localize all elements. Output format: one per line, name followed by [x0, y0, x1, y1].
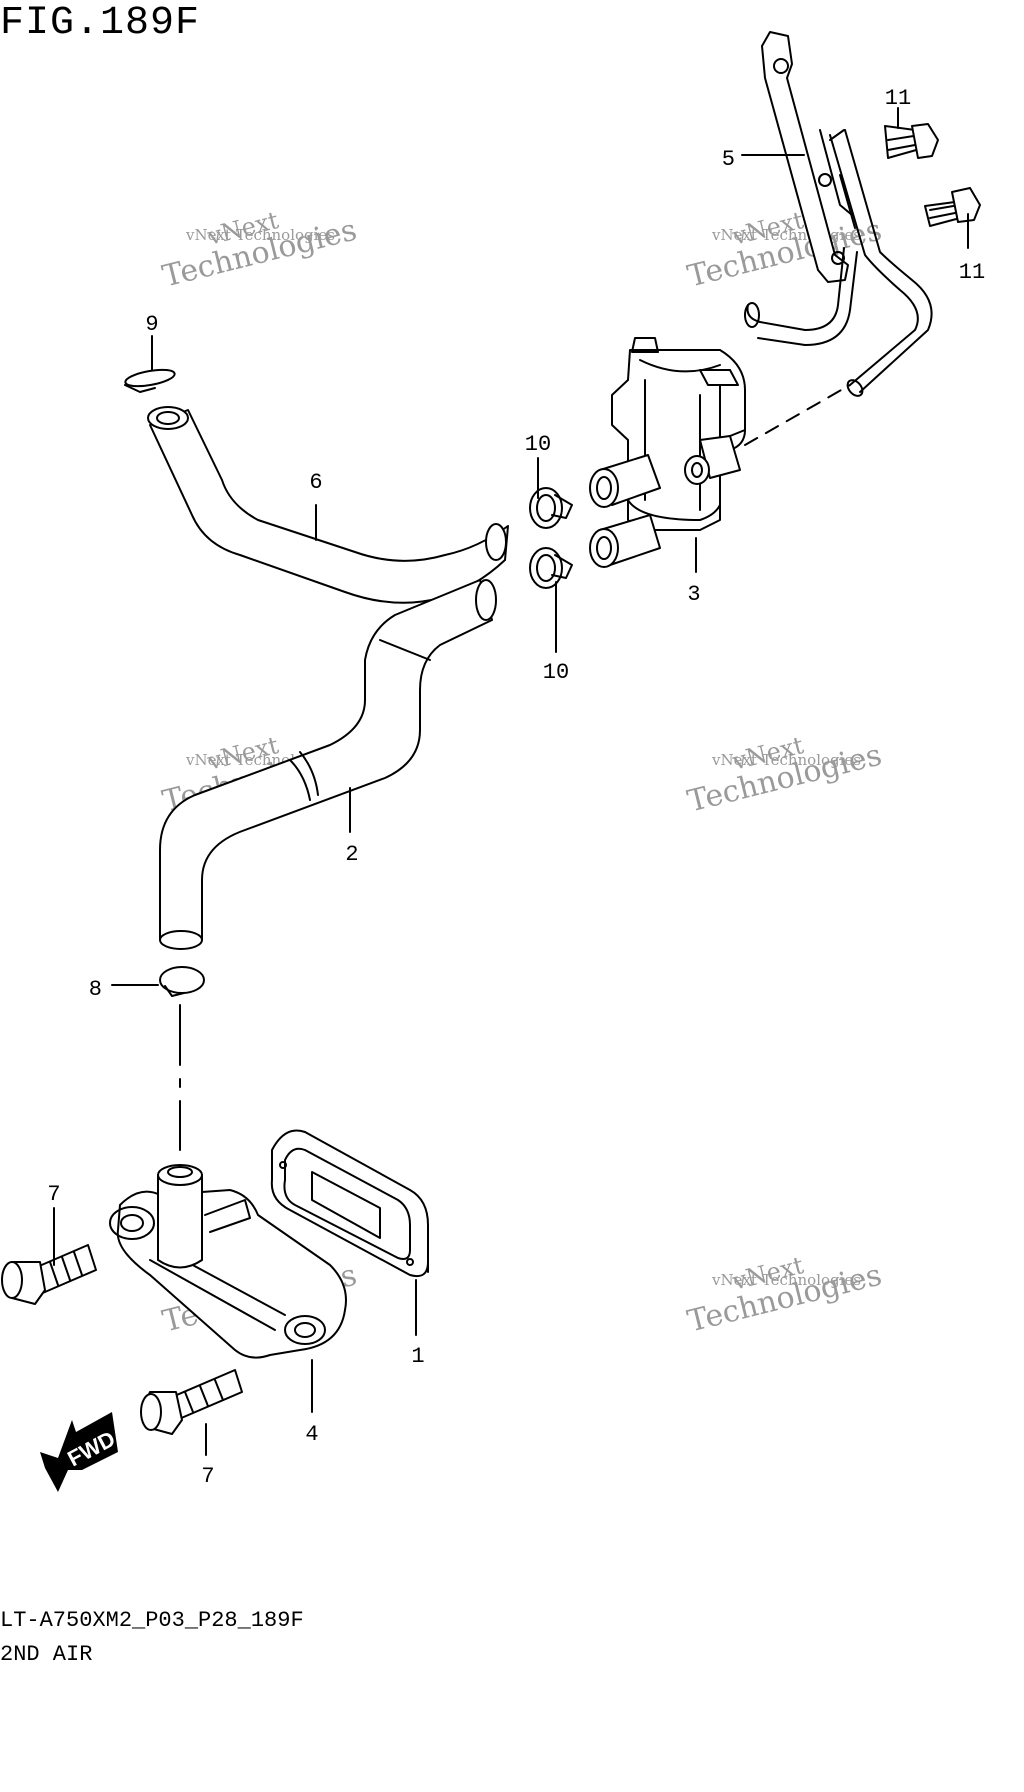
callout-5: 5	[722, 147, 735, 172]
leader-lines	[53, 107, 969, 1456]
clamp-part-10-lower	[529, 547, 573, 589]
callout-7-top: 7	[47, 1182, 60, 1207]
callout-11-bottom: 11	[959, 260, 985, 285]
figure-name: 2ND AIR	[0, 1642, 93, 1667]
callout-9: 9	[145, 312, 158, 337]
flange-part-4	[109, 1164, 347, 1359]
watermark-group: vNext Technologies vNext Technologies vN…	[159, 206, 885, 1340]
hose-part-2	[159, 579, 497, 950]
bolt-part-7-upper	[1, 1244, 97, 1305]
clip-part-9	[124, 368, 176, 393]
valve-part-3	[589, 337, 746, 568]
clip-part-8	[159, 966, 205, 997]
callout-labels: 9 6 5 11 11 10 10 3 2 8 7 1 4 7	[47, 86, 985, 1489]
bolt-part-11-lower	[924, 187, 981, 227]
callout-7-bottom: 7	[201, 1464, 214, 1489]
watermark-text: vNext Technologies	[185, 226, 335, 244]
forward-arrow: FWD	[40, 1412, 119, 1492]
hose-part-6	[147, 406, 509, 604]
callout-3: 3	[687, 582, 700, 607]
callout-11-top: 11	[885, 86, 911, 111]
callout-10-top: 10	[525, 432, 551, 457]
callout-1: 1	[411, 1344, 424, 1369]
bracket-part-5	[761, 31, 853, 283]
watermark-text: vNext Technologies	[711, 751, 861, 769]
bolt-part-11-upper	[884, 123, 939, 159]
watermark-text: vNext Technologies	[711, 1271, 861, 1289]
callout-8: 8	[89, 977, 102, 1002]
clamp-part-10-upper	[529, 487, 573, 529]
callout-4: 4	[305, 1422, 318, 1447]
dash-line	[744, 384, 851, 446]
bolt-part-7-lower	[140, 1369, 243, 1435]
watermark-text: vNext Technologies	[711, 226, 861, 244]
air-pipes	[744, 129, 933, 397]
figure-code: LT-A750XM2_P03_P28_189F	[0, 1608, 304, 1633]
figure-title: FIG.189F	[0, 1, 201, 46]
callout-6: 6	[309, 470, 322, 495]
callout-10-bottom: 10	[543, 660, 569, 685]
callout-2: 2	[345, 842, 358, 867]
gasket-part-1	[270, 1129, 429, 1278]
